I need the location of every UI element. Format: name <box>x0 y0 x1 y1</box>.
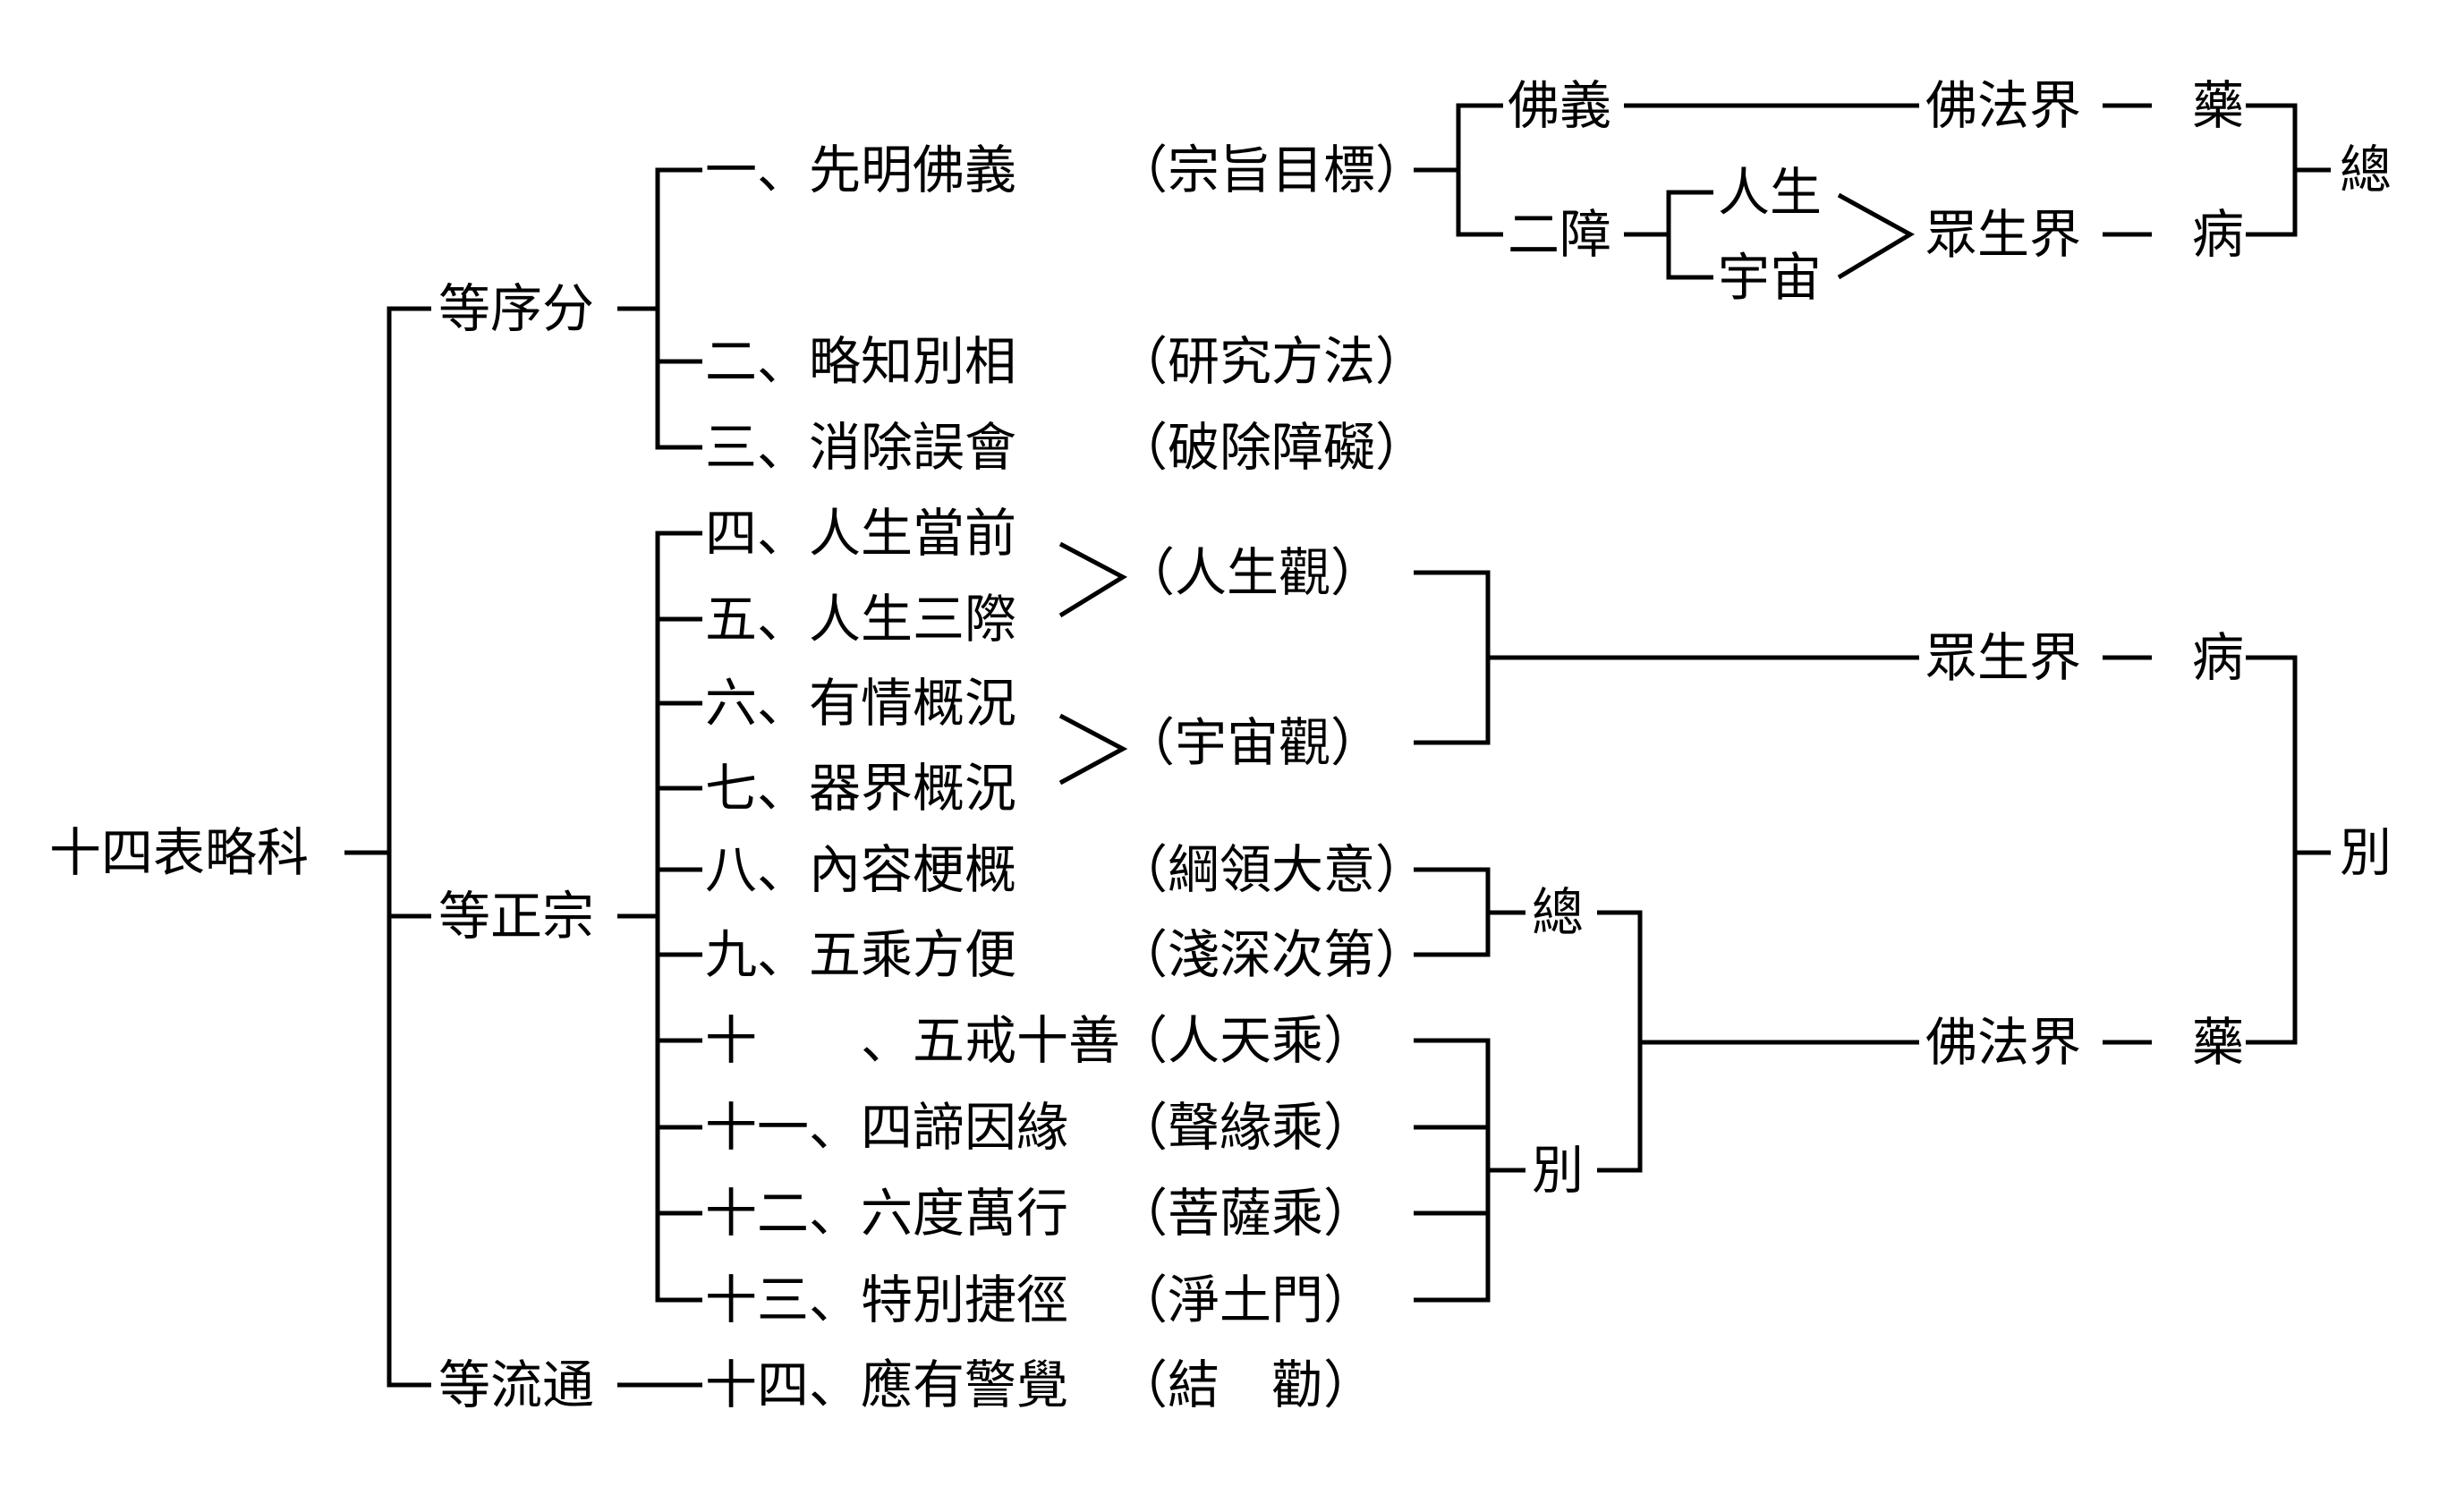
right-bie: 別 <box>2340 822 2392 883</box>
item-11-note: （聲緣乘） <box>1116 1097 1375 1158</box>
top-zong: 總 <box>2340 140 2392 200</box>
item-10-note: （人天乘） <box>1116 1010 1375 1071</box>
item-12-note: （菩薩乘） <box>1116 1183 1375 1244</box>
item-8-note: （綱領大意） <box>1116 839 1427 900</box>
item-9-name: 九、五乘方便 <box>705 924 1016 985</box>
connector-lines <box>344 103 2331 1388</box>
top-er-zhang: 二障 <box>1508 204 1611 265</box>
top-fo-fa-jie: 佛法界 <box>1925 75 2081 136</box>
item-14-note: （結 勸） <box>1116 1355 1375 1415</box>
group-zong: 總 <box>1532 882 1584 943</box>
top-yao: 藥 <box>2192 75 2244 136</box>
item-2-name: 二、略知別相 <box>705 331 1016 392</box>
item-7-name: 七、器界概況 <box>705 758 1016 819</box>
item-13-note: （淨土門） <box>1116 1270 1375 1330</box>
item-5-name: 五、人生三際 <box>705 589 1016 650</box>
item-3-note: （破除障礙） <box>1116 417 1427 478</box>
section-label-zhengzong: 等正宗 <box>438 886 594 947</box>
top-bing: 病 <box>2192 204 2244 265</box>
item-11-name: 十一、四諦因緣 <box>705 1097 1068 1158</box>
top-ren-sheng: 人生 <box>1718 162 1822 223</box>
root-label: 十四表略科 <box>49 822 309 883</box>
group-yuzhouguan: （宇宙觀） <box>1123 712 1382 773</box>
right-yao: 藥 <box>2192 1012 2244 1073</box>
top-zhong-sheng-jie: 眾生界 <box>1925 204 2081 265</box>
item-1-note: （宗旨目標） <box>1116 140 1427 200</box>
item-4-name: 四、人生當前 <box>705 503 1016 564</box>
right-bing: 病 <box>2192 627 2244 688</box>
group-bie: 別 <box>1532 1140 1584 1201</box>
item-13-name: 十三、特別捷徑 <box>705 1270 1068 1330</box>
item-9-note: （淺深次第） <box>1116 924 1427 985</box>
item-14-name: 十四、應有警覺 <box>705 1355 1068 1415</box>
right-zhong-sheng-jie: 眾生界 <box>1925 627 2081 688</box>
item-12-name: 十二、六度萬行 <box>705 1183 1068 1244</box>
item-3-name: 三、消除誤會 <box>705 417 1016 478</box>
item-2-note: （研究方法） <box>1116 331 1427 392</box>
right-fo-fa-jie: 佛法界 <box>1925 1012 2081 1073</box>
group-renshengguan: （人生觀） <box>1123 542 1382 603</box>
item-6-name: 六、有情概況 <box>705 673 1016 734</box>
top-fo-yi: 佛義 <box>1508 75 1611 136</box>
section-label-xufen: 等序分 <box>438 278 594 339</box>
item-1-name: 一、先明佛義 <box>705 140 1016 200</box>
item-8-name: 八、內容梗概 <box>705 839 1016 900</box>
item-10-name: 十 、五戒十善 <box>705 1010 1120 1071</box>
top-yu-zhou: 宇宙 <box>1718 247 1822 308</box>
section-label-liutong: 等流通 <box>438 1355 594 1415</box>
